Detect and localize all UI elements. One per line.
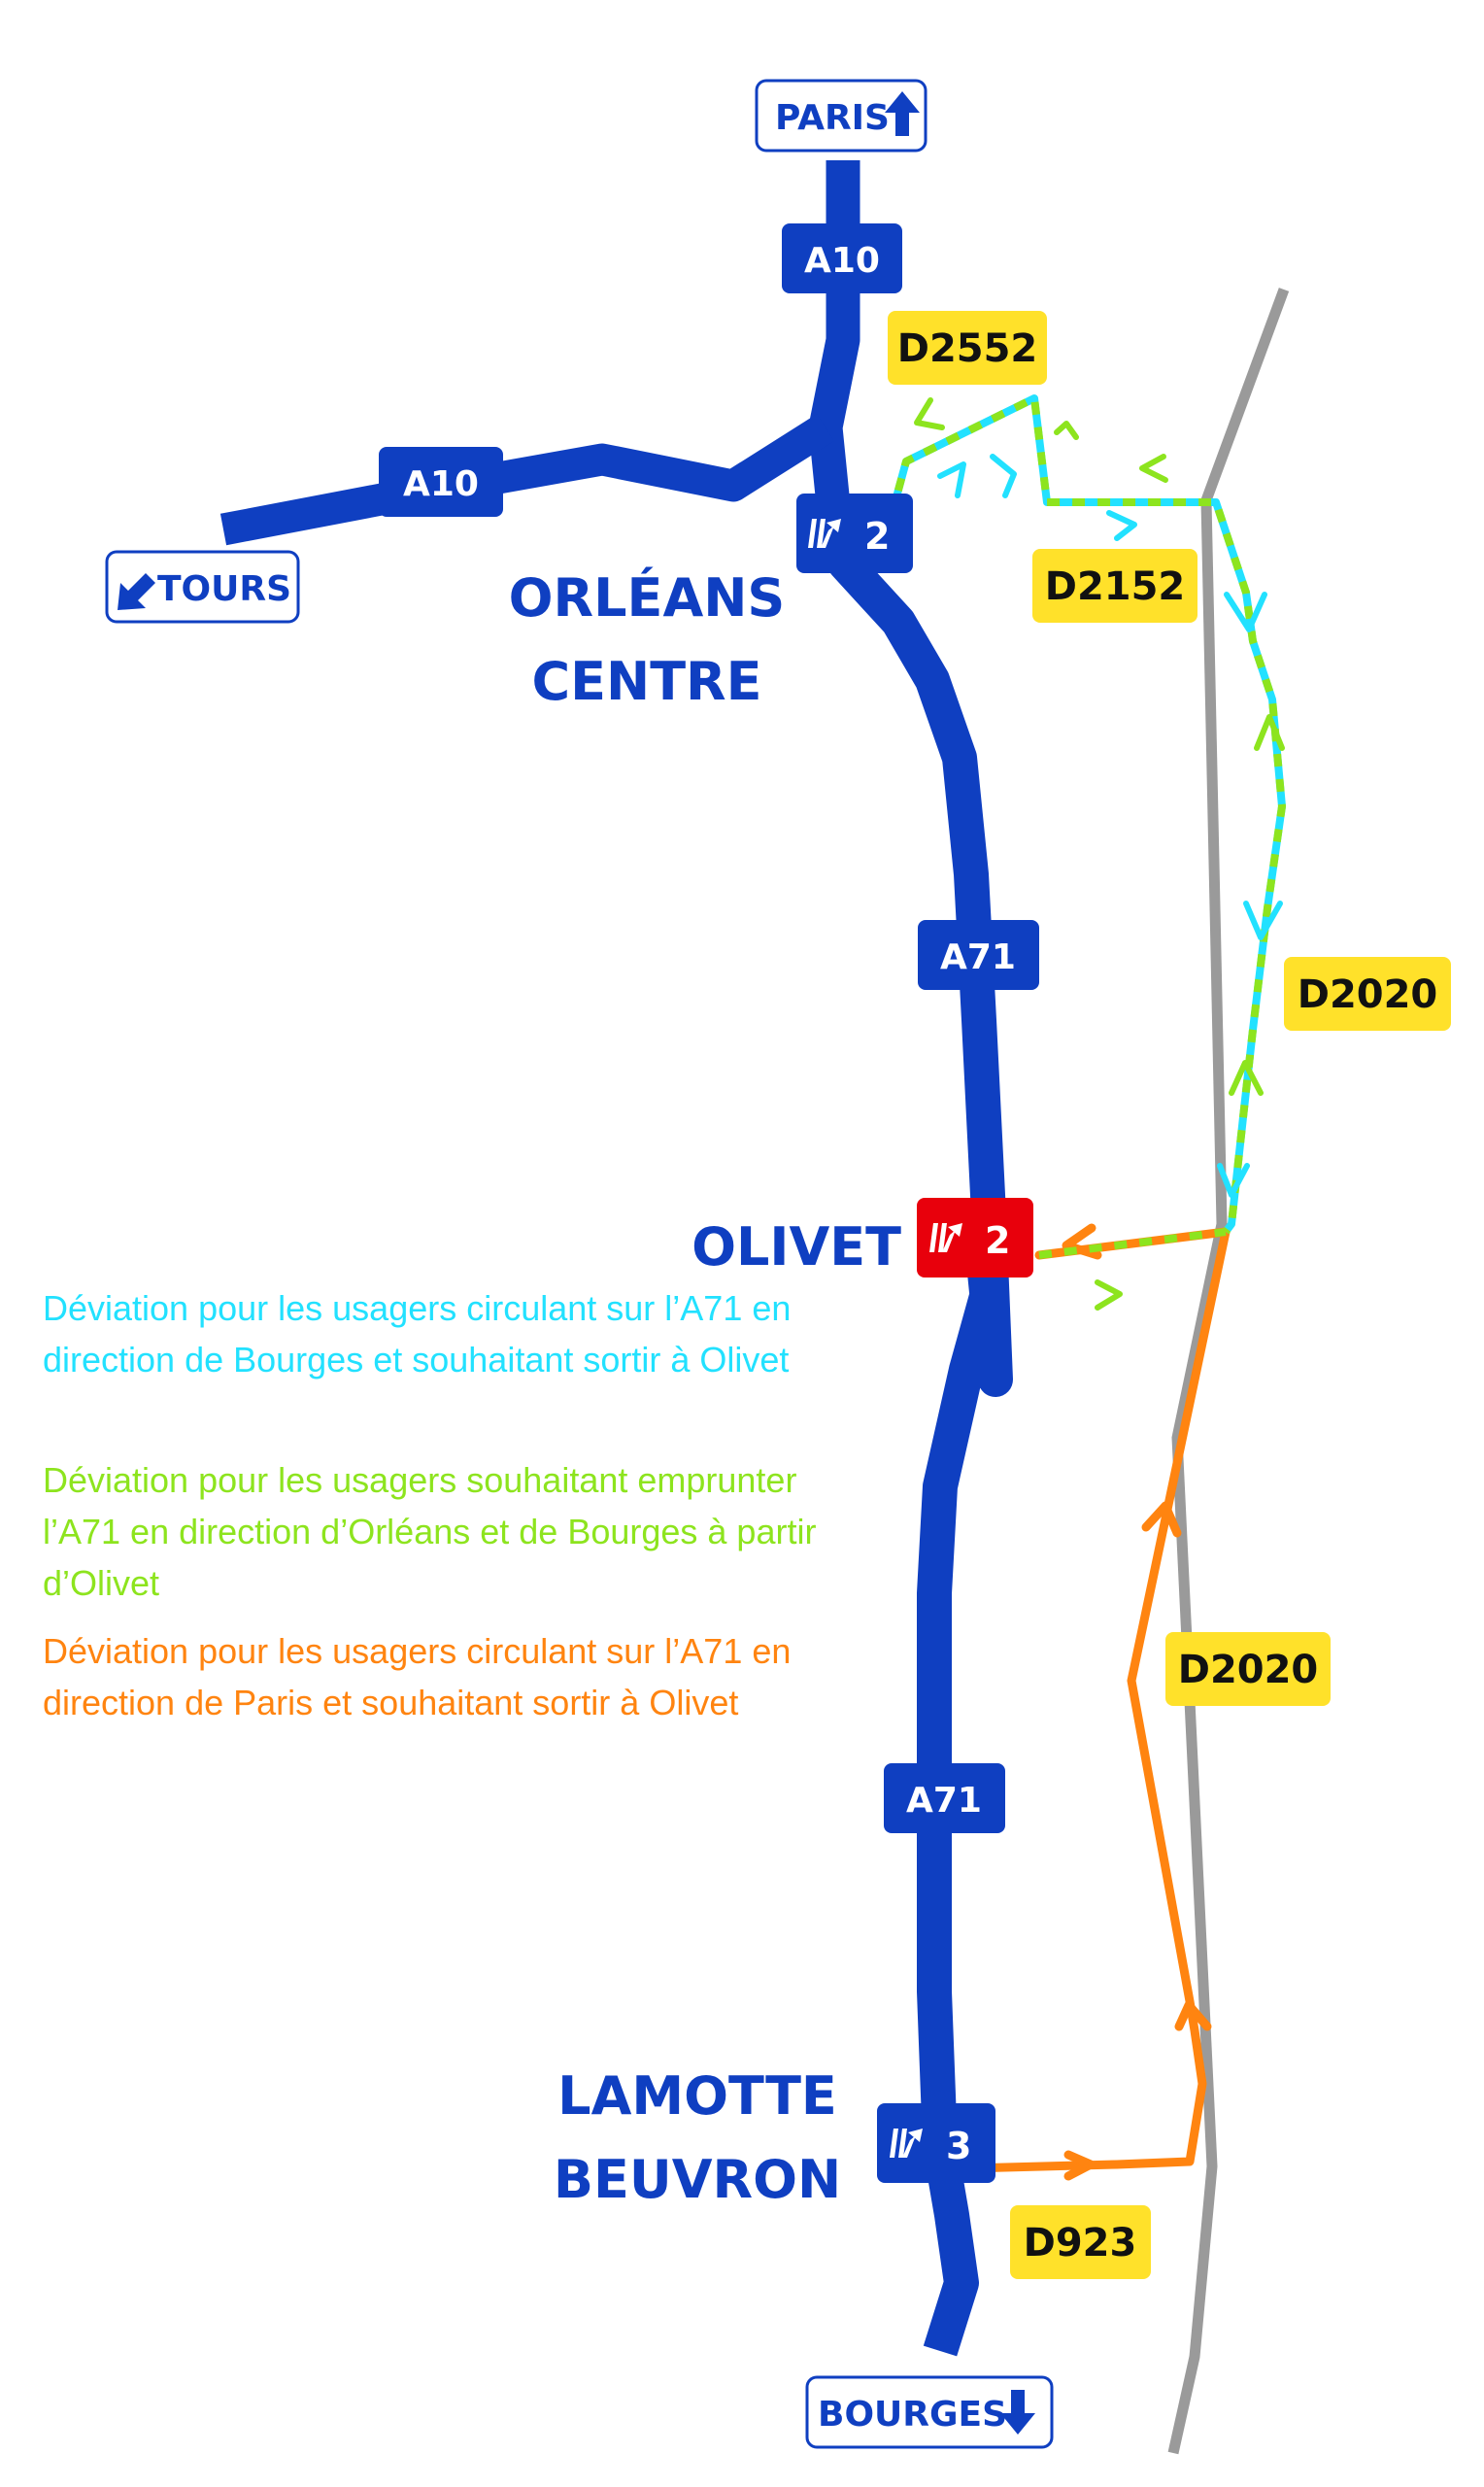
exit-orleans: 2 [796,494,913,573]
svg-text:D2020: D2020 [1298,972,1438,1017]
exit-lamotte-number: 3 [946,2125,971,2167]
legend-cyan-detour: Déviation pour les usagers circulant sur… [43,1288,792,1380]
arrow-down-left-icon [118,573,155,610]
shield-a71-lower: A71 [884,1763,1005,1833]
place-olivet: OLIVET [691,1216,901,1278]
a10-north [808,160,860,507]
svg-text:A10: A10 [403,464,479,504]
svg-text:A71: A71 [940,937,1016,977]
place-orleans-line1: ORLÉANS [509,567,786,629]
svg-text:D2152: D2152 [1045,564,1186,609]
detour-chevrons [914,397,1285,1311]
road-label-d923: D923 [1010,2205,1151,2279]
place-lamotte-line1: LAMOTTE [557,2065,837,2127]
a71 [816,501,1013,2357]
road-label-d2552: D2552 [888,311,1047,385]
arrow-down-icon [1000,2390,1035,2435]
svg-text:A71: A71 [906,1781,982,1821]
sign-paris: PARIS [755,79,928,153]
svg-text:D2552: D2552 [897,326,1038,371]
arrow-up-icon [885,91,920,136]
road-label-d2020-lower: D2020 [1165,1632,1331,1706]
legend-green-detour: Déviation pour les usagers souhaitant em… [43,1460,817,1603]
sign-tours: TOURS [105,550,300,624]
detour-dashed [888,394,1286,1259]
shield-a10-north: A10 [782,223,902,293]
exit-olivet-number: 2 [985,1219,1010,1262]
svg-text:D923: D923 [1024,2221,1137,2266]
sign-bourges-label: BOURGES [818,2395,1007,2435]
svg-text:D2020: D2020 [1178,1648,1319,1692]
place-lamotte-line2: BEUVRON [554,2149,841,2210]
place-orleans-line2: CENTRE [531,651,761,712]
sign-bourges: BOURGES [805,2375,1054,2449]
road-label-d2020-upper: D2020 [1284,957,1451,1031]
exit-orleans-number: 2 [864,515,890,558]
sign-paris-label: PARIS [775,98,890,138]
sign-tours-label: TOURS [157,569,291,609]
legend-orange-detour: Déviation pour les usagers circulant sur… [43,1631,792,1722]
exit-olivet: 2 [917,1198,1033,1278]
road-label-d2152: D2152 [1032,549,1197,623]
exit-lamotte: 3 [877,2103,995,2183]
a10-west [219,414,834,546]
shield-a71-upper: A71 [918,920,1039,990]
shield-a10-west: A10 [379,447,503,517]
svg-text:A10: A10 [804,241,880,281]
